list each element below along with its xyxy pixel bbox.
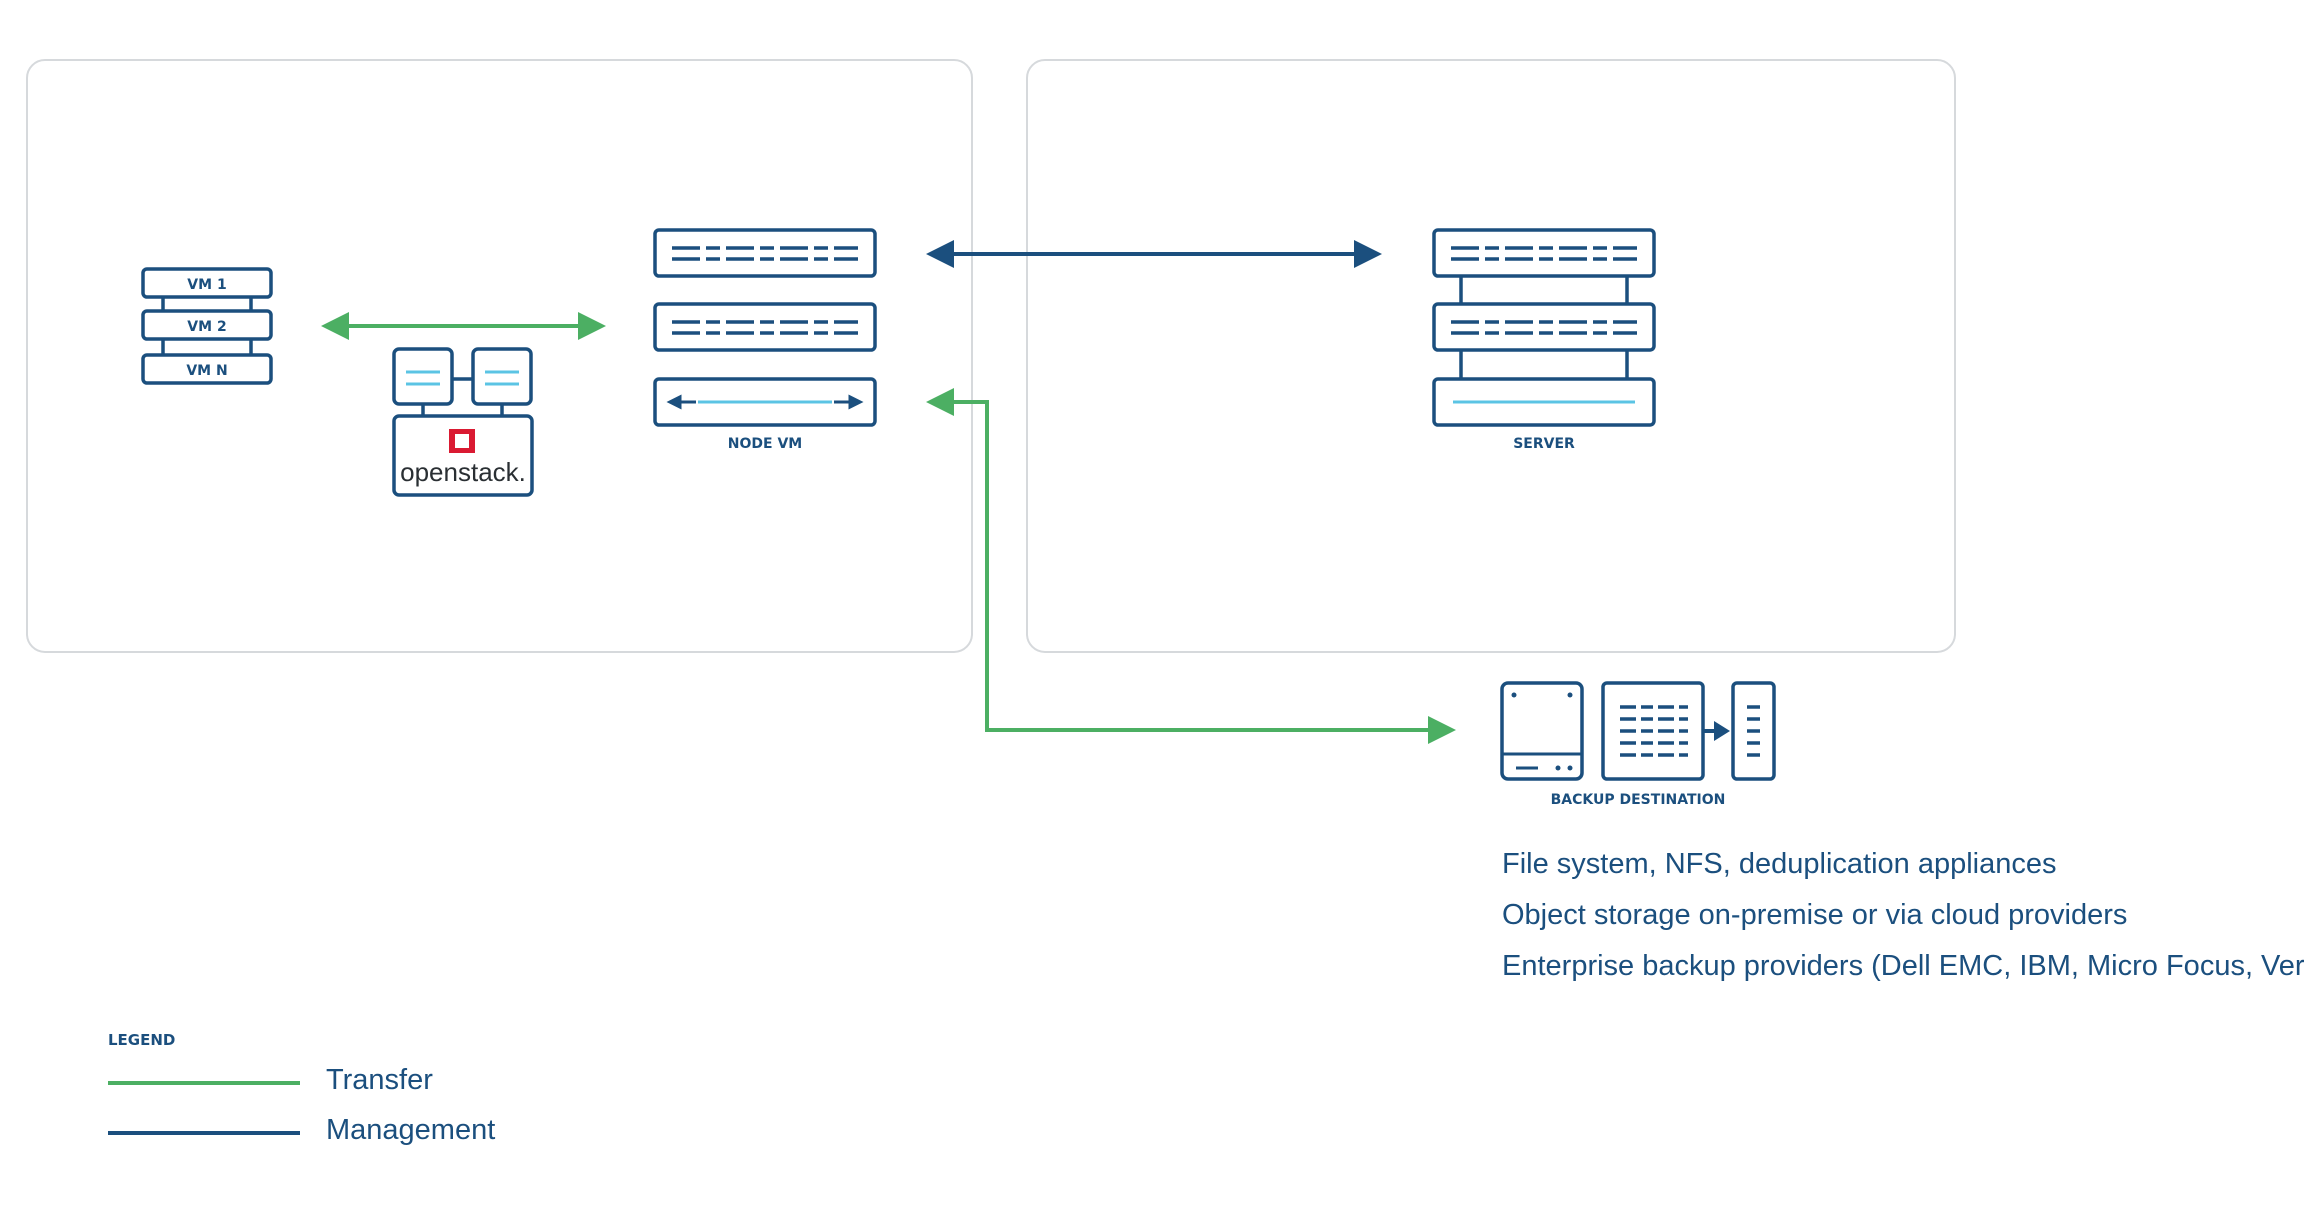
- transfer-arrow-node-backup: [926, 388, 1456, 744]
- server-label: SERVER: [1513, 436, 1575, 452]
- backup-line-3: Enterprise backup providers (Dell EMC, I…: [1502, 950, 2304, 982]
- backup-line-2: Object storage on-premise or via cloud p…: [1502, 899, 2128, 931]
- vm-stack-icon: [141, 267, 273, 385]
- legend-label-management: Management: [326, 1114, 496, 1146]
- backup-line-1: File system, NFS, deduplication applianc…: [1502, 848, 2057, 880]
- legend-line-management: [108, 1131, 300, 1135]
- legend-label-transfer: Transfer: [326, 1064, 433, 1096]
- vm-label-n: VM N: [186, 363, 227, 379]
- vm-label-2: VM 2: [187, 319, 226, 335]
- openstack-wordmark: openstack.: [400, 457, 526, 487]
- openstack-logo-icon: [392, 347, 534, 497]
- backup-destination-label: BACKUP DESTINATION: [1551, 792, 1726, 808]
- backup-tower-icon: [1731, 681, 1776, 781]
- node-vm-icon: [653, 228, 877, 427]
- legend-title: LEGEND: [108, 1031, 176, 1049]
- node-vm-label: NODE VM: [728, 436, 802, 452]
- server-icon: [1432, 228, 1656, 427]
- vm-label-1: VM 1: [187, 277, 226, 293]
- legend-line-transfer: [108, 1081, 300, 1085]
- backup-document-icon: [1601, 681, 1730, 781]
- backup-disk-icon: [1500, 681, 1584, 781]
- left-panel: [26, 59, 973, 653]
- right-panel: [1026, 59, 1956, 653]
